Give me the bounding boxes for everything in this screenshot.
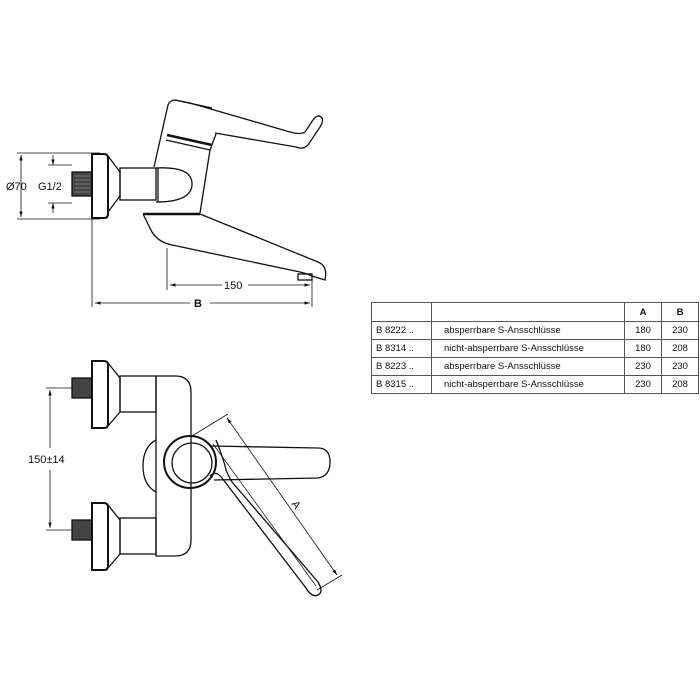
row-description: absperrbare S-Ansschlüsse — [431, 357, 625, 376]
row-b-value: 230 — [661, 357, 699, 376]
dim-overall-label: B — [194, 298, 202, 310]
dim-lever-label: A — [289, 499, 303, 512]
row-description: absperrbare S-Ansschlüsse — [431, 321, 625, 340]
dim-diameter-label: Ø70 — [6, 181, 27, 193]
row-a-value: 230 — [624, 375, 662, 394]
row-a-value: 180 — [624, 321, 662, 340]
row-description: nicht-absperrbare S-Ansschlüsse — [431, 339, 625, 358]
row-code: B 8223 .. — [371, 357, 432, 376]
header-description — [431, 302, 625, 322]
table-row: B 8222 .. absperrbare S-Ansschlüsse 180 … — [371, 321, 699, 340]
side-view-dimensions — [17, 152, 313, 307]
top-view-dimensions — [46, 387, 343, 591]
row-code: B 8314 .. — [371, 339, 432, 358]
row-b-value: 230 — [661, 321, 699, 340]
table-row: B 8314 .. nicht-absperrbare S-Ansschlüss… — [371, 339, 699, 358]
header-b: B — [661, 302, 699, 322]
rosette — [91, 153, 109, 219]
dimension-spec-table: A B B 8222 .. absperrbare S-Ansschlüsse … — [371, 302, 699, 394]
upper-thread-connector — [71, 377, 93, 399]
dim-center-distance-label: 150±14 — [28, 454, 65, 466]
dim-thread-label: G1/2 — [38, 181, 62, 193]
row-b-value: 208 — [661, 339, 699, 358]
lower-thread-connector — [71, 519, 93, 541]
row-code: B 8315 .. — [371, 375, 432, 394]
row-a-value: 230 — [624, 357, 662, 376]
table-row: B 8223 .. absperrbare S-Ansschlüsse 230 … — [371, 357, 699, 376]
side-view — [71, 99, 327, 281]
row-a-value: 180 — [624, 339, 662, 358]
dim-spout-label: 150 — [224, 280, 242, 292]
header-code — [371, 302, 432, 322]
row-description: nicht-absperrbare S-Ansschlüsse — [431, 375, 625, 394]
header-a: A — [624, 302, 662, 322]
table-row: B 8315 .. nicht-absperrbare S-Ansschlüss… — [371, 375, 699, 394]
table-header-row: A B — [371, 302, 699, 322]
top-view — [71, 360, 331, 597]
row-code: B 8222 .. — [371, 321, 432, 340]
row-b-value: 208 — [661, 375, 699, 394]
